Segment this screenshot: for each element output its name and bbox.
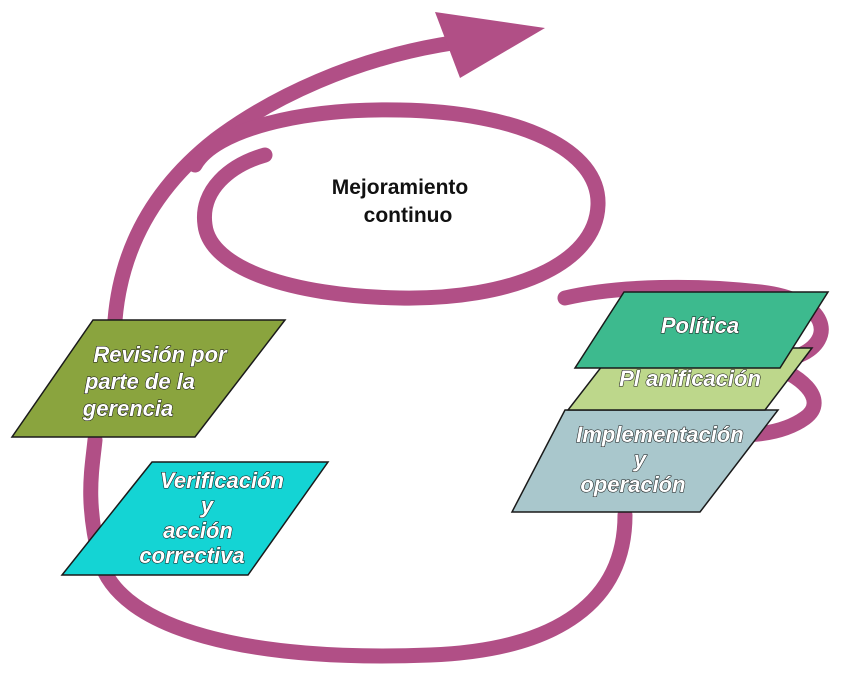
- step-revision: Revisión por parte de la gerencia: [10, 319, 287, 438]
- step-politica: Política: [573, 291, 830, 369]
- step-verificacion-line1: Verificación: [160, 468, 284, 493]
- step-verificacion: Verificación y acción correctiva: [60, 461, 330, 576]
- step-implementacion-line2: y: [633, 447, 648, 472]
- step-politica-label: Política: [661, 313, 739, 338]
- spiral-inner-loop: [187, 102, 606, 306]
- step-implementacion-line3: operación: [580, 472, 685, 497]
- step-revision-line2: parte de la: [84, 369, 195, 394]
- spiral-arrowhead: [435, 12, 545, 78]
- step-verificacion-line4: correctiva: [139, 543, 244, 568]
- center-label-line1: Mejoramiento: [332, 176, 469, 199]
- step-verificacion-shape: [60, 461, 330, 576]
- step-planificacion-label: Pl anificación: [619, 366, 761, 391]
- step-verificacion-line3: acción: [163, 518, 233, 543]
- step-revision-line1: Revisión por: [93, 342, 228, 367]
- step-verificacion-line2: y: [200, 493, 215, 518]
- step-revision-shape: [10, 319, 287, 438]
- step-politica-shape: [573, 291, 830, 369]
- step-implementacion: Implementación y operación: [510, 409, 780, 513]
- step-implementacion-line1: Implementación: [576, 422, 743, 447]
- spiral-lower-arc: [83, 432, 633, 664]
- spiral-arrow: [83, 32, 829, 664]
- step-revision-line3: gerencia: [82, 396, 174, 421]
- center-label-line2: continuo: [364, 204, 453, 227]
